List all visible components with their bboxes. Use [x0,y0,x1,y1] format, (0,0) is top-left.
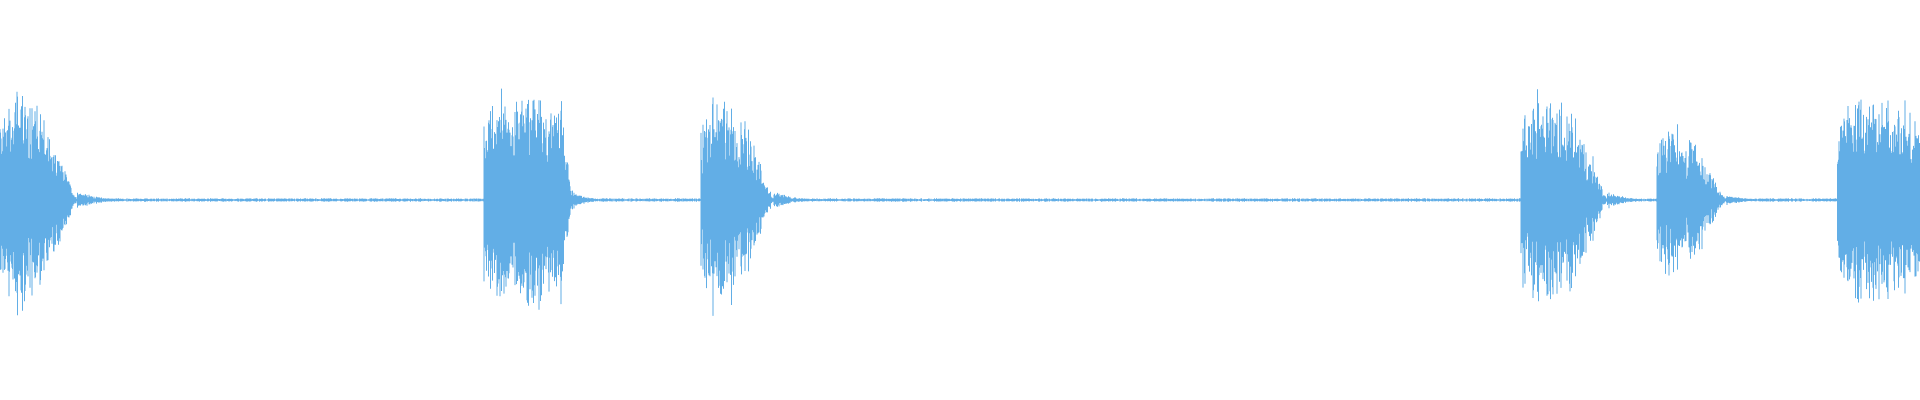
waveform-path [0,88,1920,316]
waveform-samples [0,88,1920,316]
